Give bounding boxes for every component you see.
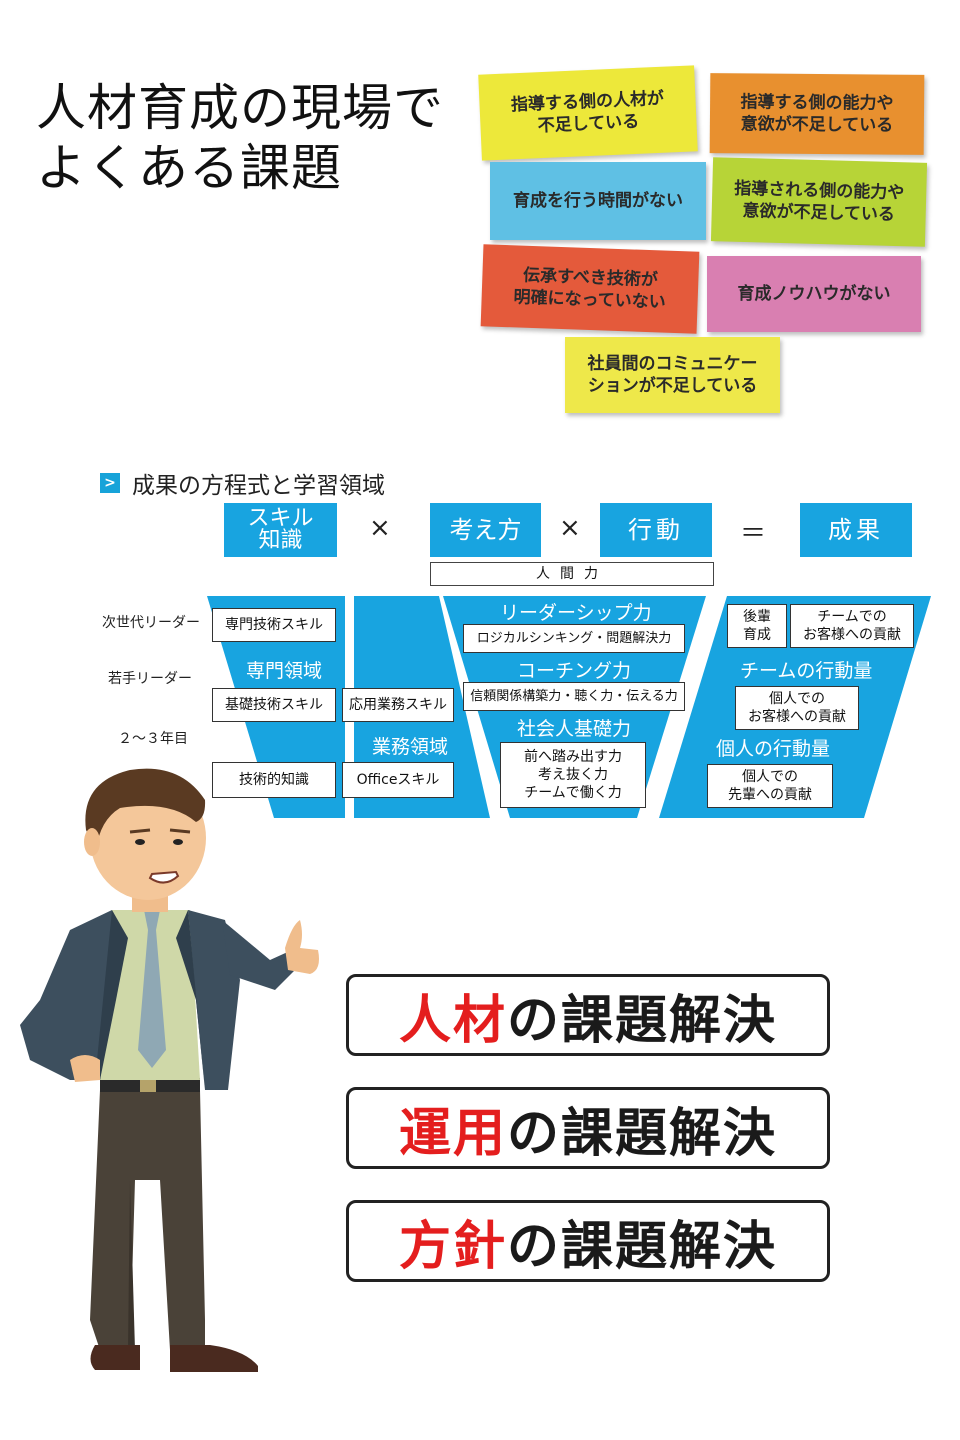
technical-knowledge-box: 技術的知識 (212, 762, 336, 798)
presenter-illustration (20, 768, 319, 1372)
chevron-right-icon: > (100, 473, 120, 493)
sticky-note: 育成を行う時間がない (490, 162, 706, 240)
level-young-leader: 若手リーダー (108, 671, 192, 687)
individual-customer-box: 個人での お客様への貢献 (735, 686, 859, 730)
section-title: 成果の方程式と学習領域 (132, 473, 385, 499)
solution-banner-policy: 方針の課題解決 (346, 1200, 830, 1282)
equation-thinking-box: 考え方 (430, 503, 541, 557)
trust-building-box: 信頼関係構築力・聴く力・伝える力 (463, 682, 685, 711)
team-customer-box: チームでの お客様への貢献 (790, 604, 914, 648)
leadership-label: リーダーシップ力 (500, 602, 652, 624)
title-line-1: 人材育成の現場で (36, 79, 444, 137)
page-title: 人材育成の現場で よくある課題 (36, 78, 444, 198)
basic-competency-box: 前へ踏み出す力 考え抜く力 チームで働く力 (500, 742, 646, 808)
individual-action-label: 個人の行動量 (716, 738, 831, 760)
office-skill-box: Officeスキル (342, 762, 454, 798)
solution-keyword: 運用 (398, 1103, 507, 1164)
specialist-area-label: 専門領域 (246, 660, 323, 682)
equation-action-box: 行動 (600, 503, 712, 557)
business-area-label: 業務領域 (372, 736, 449, 758)
sticky-note-text: 育成ノウハウがない (737, 284, 891, 304)
times-operator: × (369, 513, 391, 543)
solution-banner-operation: 運用の課題解決 (346, 1087, 830, 1169)
equals-operator: ＝ (740, 519, 767, 549)
logical-thinking-box: ロジカルシンキング・問題解決力 (463, 624, 685, 653)
solution-keyword: 方針 (398, 1216, 507, 1277)
solution-keyword: 人材 (398, 990, 507, 1051)
working-adult-skill-label: 社会人基礎力 (517, 718, 632, 740)
solution-banner-talent: 人材の課題解決 (346, 974, 830, 1056)
basic-tech-skill-box: 基礎技術スキル (212, 688, 336, 722)
solution-suffix: の課題解決 (507, 990, 778, 1051)
times-operator: × (559, 513, 581, 543)
applied-work-skill-box: 応用業務スキル (342, 688, 454, 722)
level-year23: ２～３年目 (118, 731, 188, 747)
sticky-note-text: 育成を行う時間がない (513, 191, 683, 211)
title-line-2: よくある課題 (36, 139, 342, 197)
human-power-bracket: 人間力 (430, 562, 714, 586)
sticky-note-text: 社員間のコミュニケー ションが不足している (587, 354, 758, 396)
specialist-skill-box: 専門技術スキル (212, 608, 336, 642)
junior-training-box: 後輩 育成 (727, 604, 787, 648)
level-next-leader: 次世代リーダー (102, 615, 200, 631)
coaching-label: コーチング力 (517, 660, 632, 682)
solution-suffix: の課題解決 (507, 1216, 778, 1277)
equation-result-box: 成果 (800, 503, 912, 557)
equation-skill-box: スキル 知識 (224, 503, 337, 557)
sticky-note: 社員間のコミュニケー ションが不足している (565, 337, 780, 413)
senior-contribution-box: 個人での 先輩への貢献 (707, 764, 833, 808)
sticky-note: 育成ノウハウがない (707, 256, 921, 332)
solution-suffix: の課題解決 (507, 1103, 778, 1164)
section-heading: > 成果の方程式と学習領域 (100, 466, 385, 500)
team-action-label: チームの行動量 (740, 660, 873, 682)
